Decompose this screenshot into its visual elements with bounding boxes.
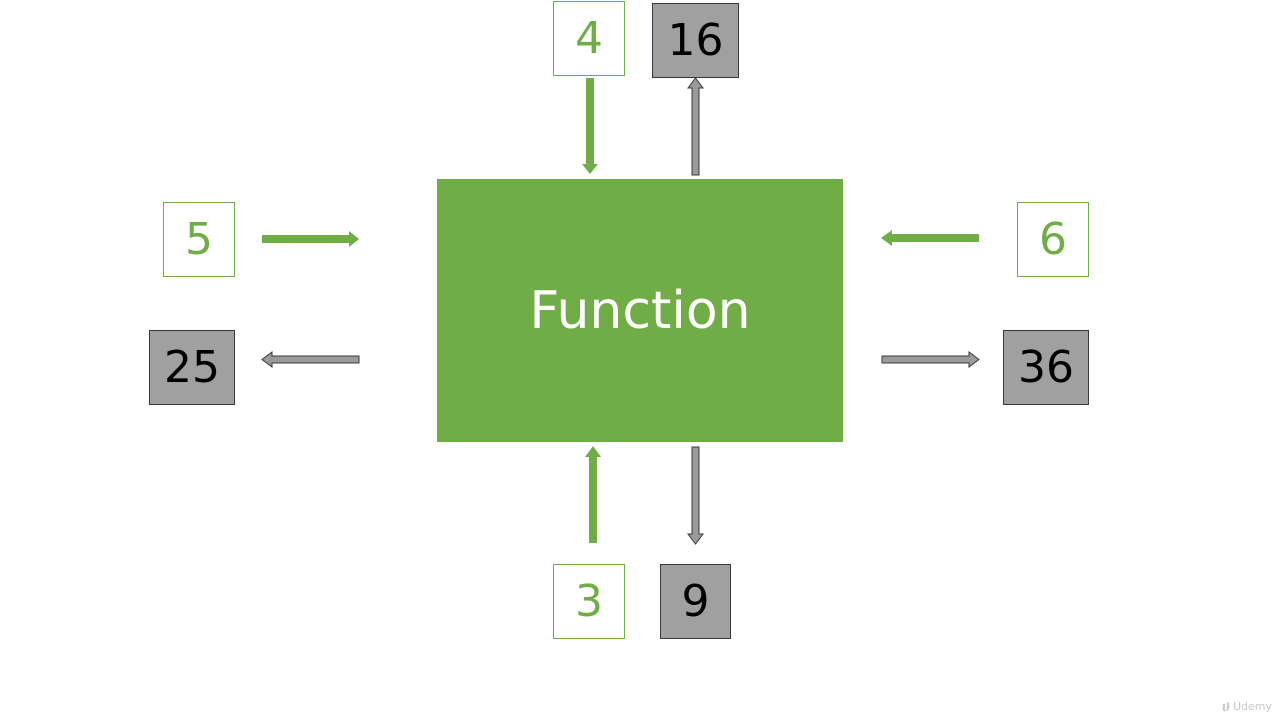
udemy-logo-icon: ሀ	[1222, 697, 1230, 715]
udemy-watermark: ሀ Udemy	[1222, 699, 1272, 714]
watermark-text: Udemy	[1232, 700, 1272, 713]
output-box-bottom: 9	[660, 564, 731, 639]
output-arrow-right	[881, 351, 980, 368]
input-arrow-right	[881, 230, 979, 246]
output-arrow-bottom	[687, 446, 704, 545]
input-box-top: 4	[553, 1, 625, 76]
input-value-right: 6	[1039, 214, 1067, 265]
output-value-right: 36	[1018, 342, 1074, 393]
output-value-bottom: 9	[681, 576, 710, 627]
input-value-left: 5	[185, 214, 213, 265]
input-arrow-left	[262, 231, 359, 247]
input-value-bottom: 3	[575, 576, 603, 627]
input-box-bottom: 3	[553, 564, 625, 639]
input-box-right: 6	[1017, 202, 1089, 277]
output-box-right: 36	[1003, 330, 1089, 405]
function-box: Function	[437, 179, 843, 442]
input-box-left: 5	[163, 202, 235, 277]
input-arrow-top	[582, 78, 598, 174]
output-box-top: 16	[652, 3, 739, 78]
output-value-top: 16	[667, 15, 724, 66]
input-value-top: 4	[575, 13, 603, 64]
input-arrow-bottom	[585, 446, 601, 543]
output-box-left: 25	[149, 330, 235, 405]
output-arrow-left	[261, 351, 360, 368]
output-arrow-top	[687, 77, 704, 176]
output-value-left: 25	[164, 342, 220, 393]
function-label: Function	[529, 280, 751, 341]
